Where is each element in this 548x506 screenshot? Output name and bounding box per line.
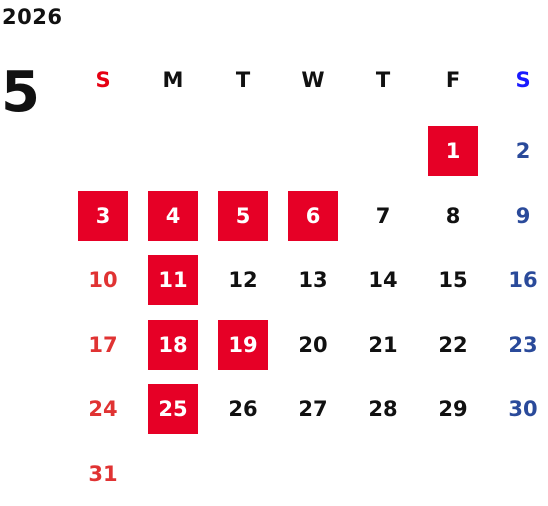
weekday-saturday: S [515, 68, 531, 92]
day-16: 16 [508, 268, 538, 292]
day-10: 10 [88, 268, 118, 292]
weekday-friday: F [445, 68, 461, 92]
day-5: 5 [218, 190, 268, 241]
weekday-header-row: S M T W T F S [68, 62, 548, 98]
day-25: 25 [148, 384, 198, 434]
day-8: 8 [445, 203, 461, 228]
weekday-monday: M [162, 68, 184, 92]
day-18: 18 [148, 319, 198, 370]
day-7: 7 [375, 203, 391, 228]
day-28: 28 [368, 397, 398, 421]
weekday-wednesday: W [301, 68, 325, 92]
day-20: 20 [298, 332, 328, 357]
day-11: 11 [148, 255, 198, 305]
day-3: 3 [78, 190, 128, 241]
day-27: 27 [298, 397, 328, 421]
day-13: 13 [298, 268, 328, 292]
day-29: 29 [438, 397, 468, 421]
month-number: 5 [1, 60, 40, 125]
day-19: 19 [218, 319, 268, 370]
weekday-tuesday: T [235, 68, 251, 92]
day-4: 4 [148, 190, 198, 241]
day-26: 26 [228, 397, 258, 421]
day-12: 12 [228, 268, 258, 292]
day-30: 30 [508, 397, 538, 421]
day-6: 6 [288, 190, 338, 241]
day-31: 31 [88, 461, 118, 486]
weekday-sunday: S [95, 68, 111, 92]
day-1: 1 [428, 126, 478, 176]
weekday-thursday: T [375, 68, 391, 92]
day-9: 9 [515, 203, 531, 228]
day-23: 23 [508, 332, 538, 357]
day-14: 14 [368, 268, 398, 292]
day-24: 24 [88, 397, 118, 421]
year-label: 2026 [2, 5, 63, 29]
day-15: 15 [438, 268, 468, 292]
day-21: 21 [368, 332, 398, 357]
day-2: 2 [515, 139, 531, 163]
day-22: 22 [438, 332, 468, 357]
day-17: 17 [88, 332, 118, 357]
